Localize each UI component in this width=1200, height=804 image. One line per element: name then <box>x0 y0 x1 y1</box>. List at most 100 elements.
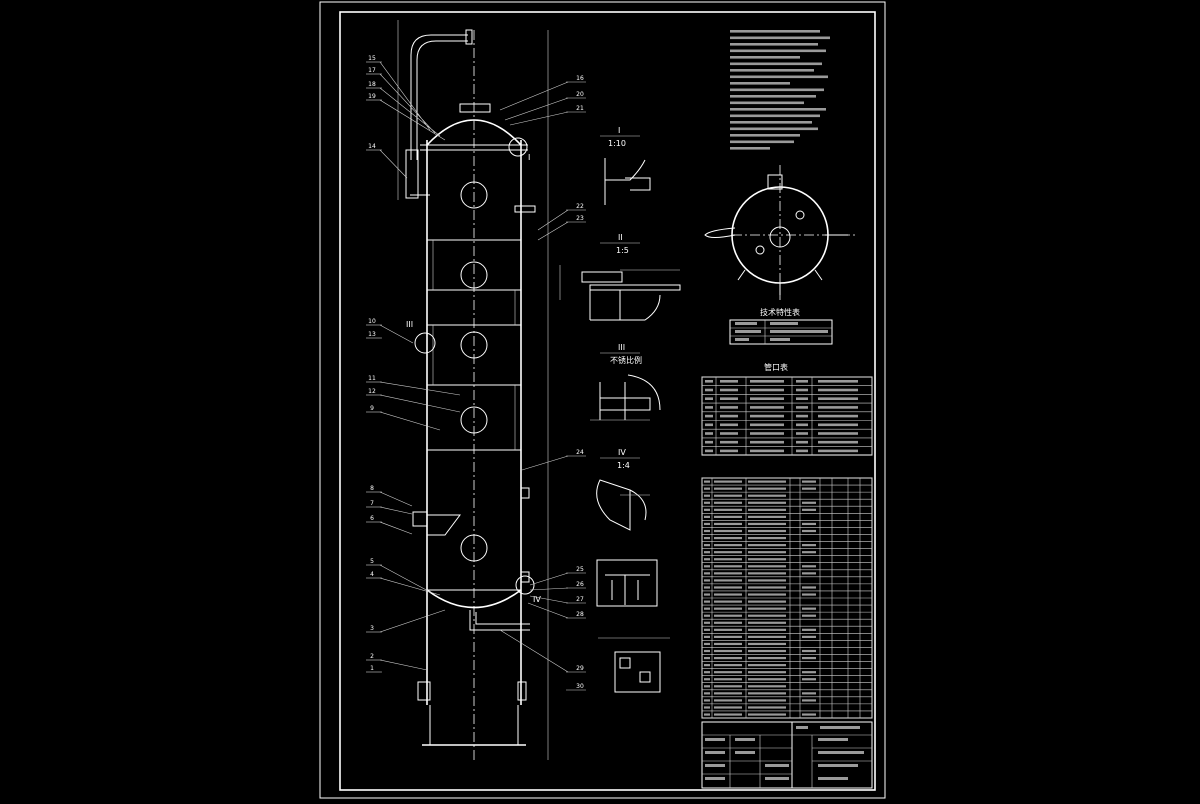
table-cell <box>748 508 786 511</box>
table-cell <box>714 635 742 638</box>
table-cell <box>802 692 816 695</box>
detail-view-2: II 1:5 <box>559 233 681 321</box>
note-line <box>730 140 794 144</box>
callout-label: 30 <box>576 683 584 690</box>
detail-view-3: III 不锈比例 <box>590 343 661 421</box>
column-vessel: I III IV <box>397 20 549 760</box>
manhole-4 <box>460 406 488 434</box>
table-cell <box>705 440 713 444</box>
table-cell <box>735 338 749 341</box>
table-cell <box>704 529 710 533</box>
title-block-cell <box>796 726 808 729</box>
table-cell <box>802 678 816 681</box>
title-block-cell <box>735 738 755 741</box>
table-cell <box>748 565 786 568</box>
callout-label: 27 <box>576 596 584 603</box>
table-cell <box>714 664 742 667</box>
table-cell <box>818 414 858 418</box>
table-cell <box>748 558 786 561</box>
note-line <box>730 108 826 111</box>
detail-marker-iv <box>515 575 535 595</box>
table-cell <box>750 414 784 418</box>
table-cell <box>714 544 742 547</box>
note-line <box>730 114 820 118</box>
note-line <box>730 75 828 79</box>
table-cell <box>748 536 786 540</box>
table-cell <box>748 642 786 646</box>
table-cell <box>748 713 786 716</box>
table-cell <box>796 397 808 400</box>
detail-view-1-label: I <box>618 126 620 135</box>
table-cell <box>714 600 742 603</box>
title-block-cell <box>818 751 864 754</box>
callout-label: 28 <box>576 611 584 618</box>
table-cell <box>750 388 784 392</box>
table-cell <box>714 572 742 575</box>
table-cell <box>704 642 710 646</box>
table-cell <box>818 380 858 383</box>
table-cell <box>796 432 808 435</box>
table-cell <box>748 685 786 688</box>
table-cell <box>720 440 738 444</box>
vapor-outlet-pipe <box>410 34 468 160</box>
table-cell <box>750 406 784 409</box>
note-line <box>730 69 814 72</box>
title-block-cell <box>765 764 789 767</box>
table-cell <box>704 635 710 638</box>
title-block-cell <box>765 777 789 780</box>
callout-label: 3 <box>370 625 374 632</box>
table-cell <box>748 515 786 518</box>
table-cell <box>750 449 784 453</box>
callout-label: 11 <box>368 375 376 382</box>
table-cell <box>720 449 738 453</box>
detail-view-4-label: IV <box>618 448 626 457</box>
table-cell <box>750 440 784 444</box>
table-cell <box>705 423 713 427</box>
detail-view-3-label: III <box>618 343 625 352</box>
table-cell <box>802 487 816 490</box>
note-line <box>730 36 830 40</box>
outer-border <box>319 1 886 799</box>
table-cell <box>704 664 710 667</box>
note-line <box>730 101 804 105</box>
table-cell <box>704 480 710 483</box>
table-cell <box>750 432 784 435</box>
table-cell <box>818 423 858 427</box>
detail-view-1-scale: 1:10 <box>608 139 626 148</box>
table-cell <box>802 593 816 596</box>
table-cell <box>796 440 808 444</box>
table-cell <box>704 501 710 504</box>
manhole-1 <box>460 181 488 209</box>
table-cell <box>714 494 742 497</box>
callout-label: 5 <box>370 558 374 565</box>
table-cell <box>748 649 786 653</box>
table-cell <box>704 522 710 526</box>
table-cell <box>802 607 816 610</box>
table-cell <box>720 380 738 383</box>
detail-view-4-scale: 1:4 <box>617 461 630 470</box>
table-cell <box>704 515 710 518</box>
table-cell <box>748 699 786 702</box>
table-cell <box>735 330 761 333</box>
table-cell <box>748 656 786 660</box>
table-cell <box>802 544 816 547</box>
feed-nozzle <box>412 511 428 527</box>
table-cell <box>802 656 816 660</box>
table-cell <box>748 480 786 483</box>
table-cell <box>704 628 710 631</box>
table-cell <box>714 621 742 624</box>
table-cell <box>818 449 858 453</box>
title-block-cell <box>735 751 755 754</box>
table-cell <box>714 551 742 554</box>
table-cell <box>748 671 786 674</box>
table-cell <box>714 656 742 660</box>
detail-view-1: I 1:10 <box>600 126 651 205</box>
table-cell <box>802 586 816 589</box>
leader-lines <box>379 61 569 673</box>
manhole-2 <box>460 261 488 289</box>
nozzle-table: 管口表 <box>701 362 873 456</box>
title-block-cell <box>705 777 725 780</box>
table-cell <box>802 480 816 483</box>
manhole-5 <box>460 534 488 562</box>
